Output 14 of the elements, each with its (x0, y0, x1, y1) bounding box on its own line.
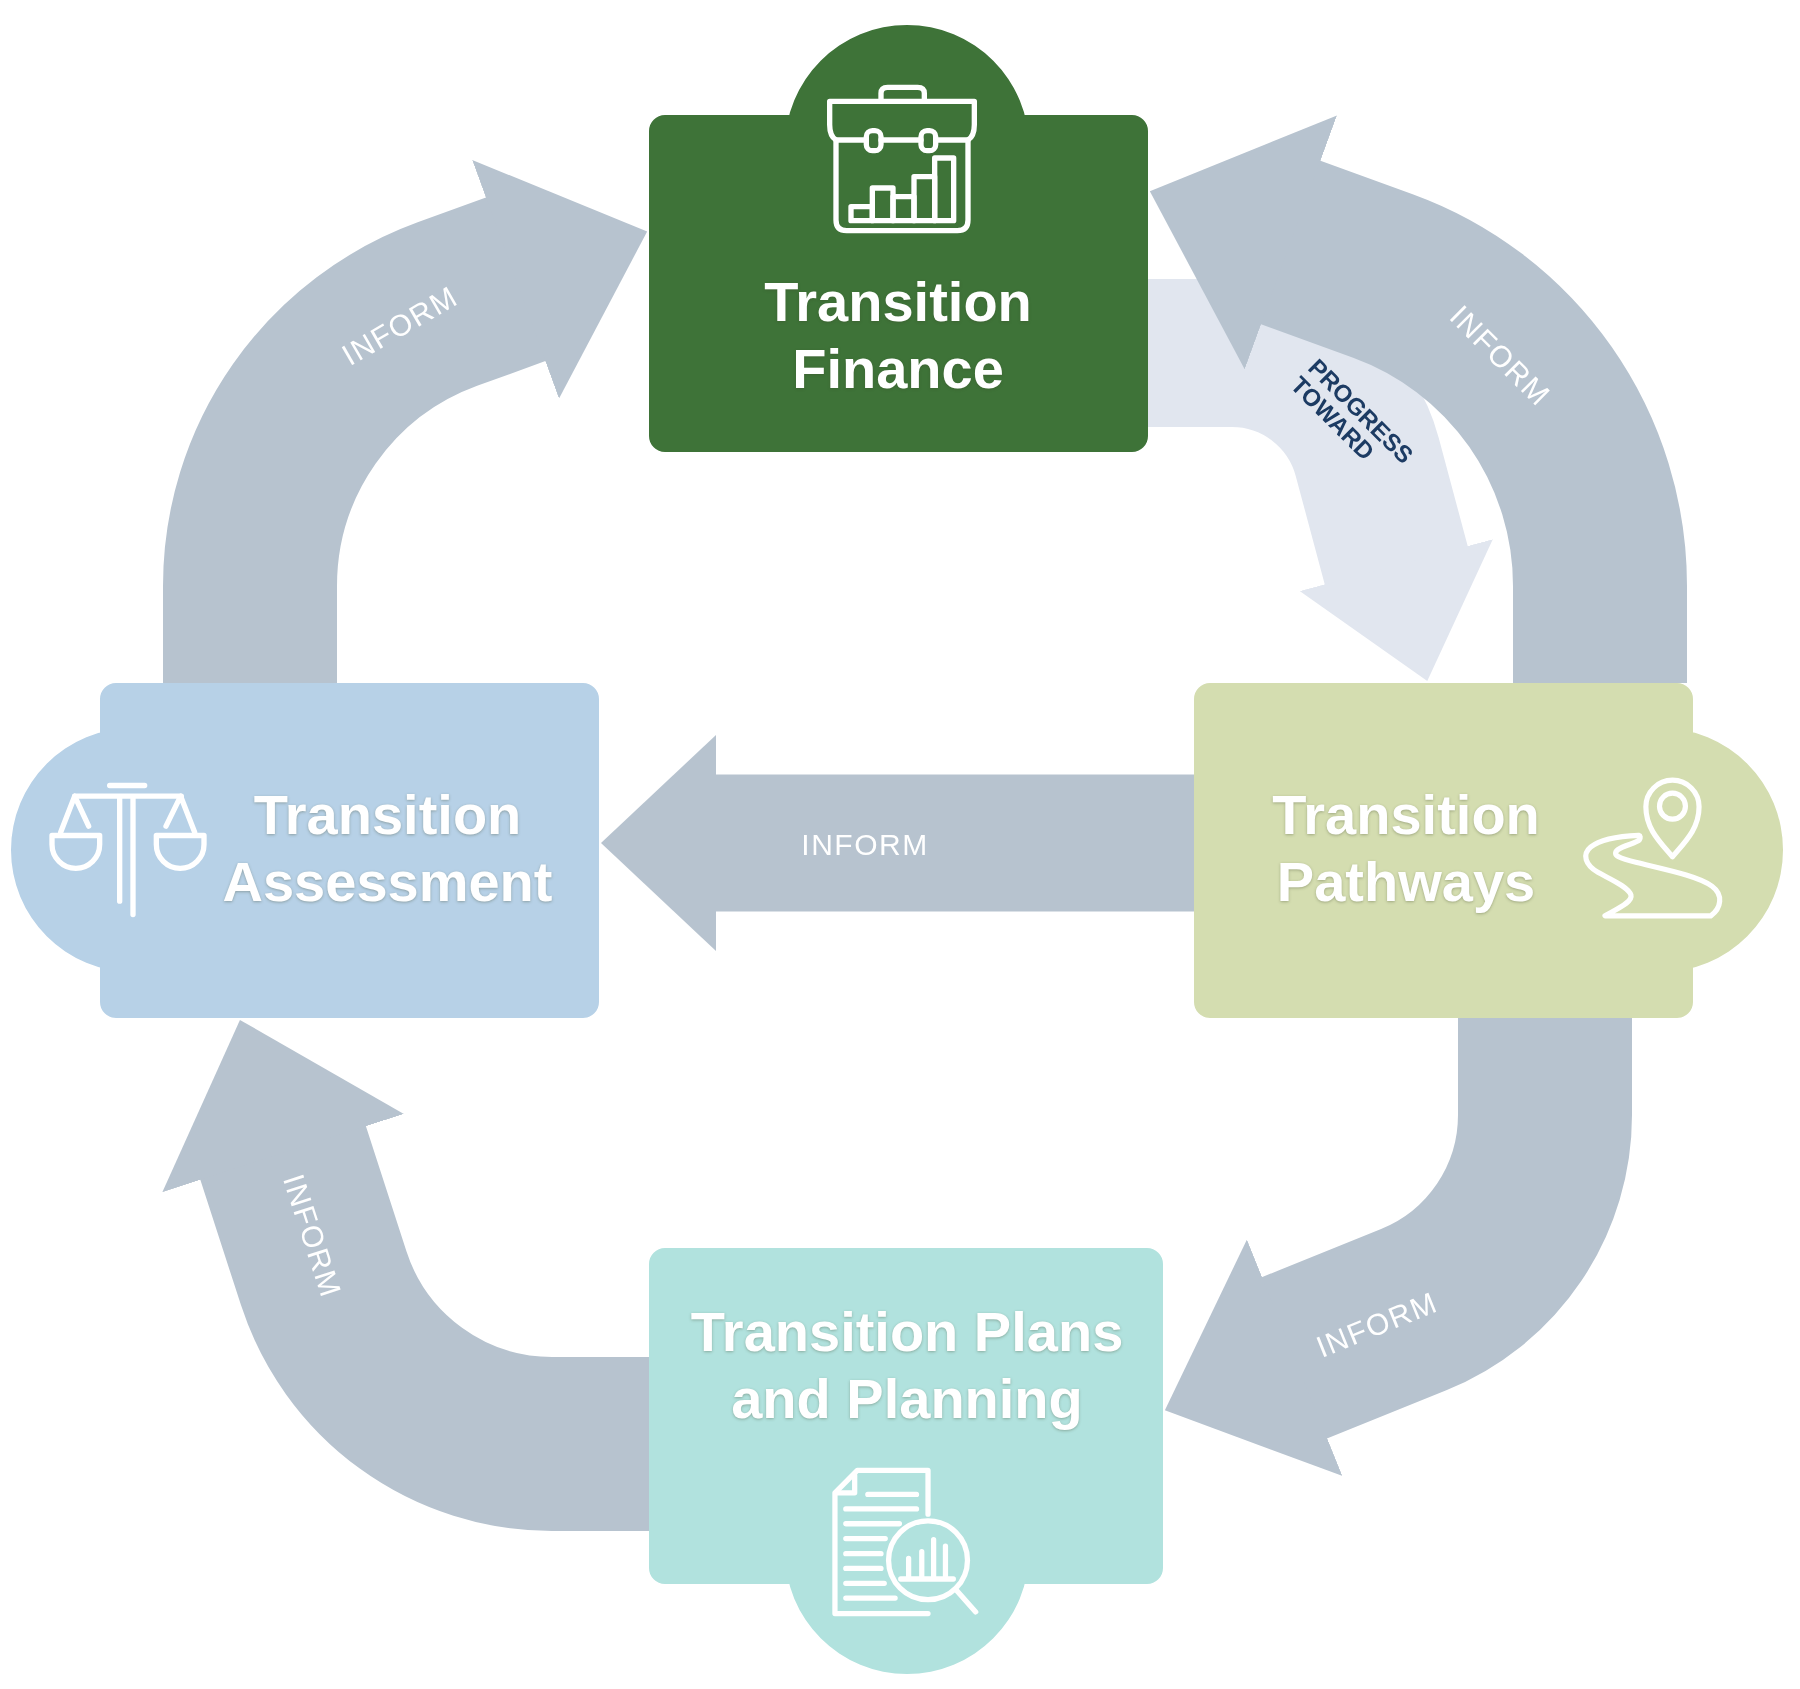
node-title: Transition Pathways (1271, 782, 1541, 916)
stage-card (649, 25, 1148, 452)
stage-card (11, 683, 599, 1018)
curved-arrow (1148, 279, 1493, 682)
node-title: Transition Finance (763, 269, 1033, 403)
arrow (601, 735, 1194, 951)
node-title: Transition Plans and Planning (689, 1299, 1125, 1433)
curved-arrow (162, 1019, 649, 1531)
curved-arrow (1149, 115, 1687, 683)
edge-label: INFORM (801, 830, 929, 860)
node-title: Transition Assessment (221, 782, 554, 916)
curved-arrow (1164, 1018, 1632, 1476)
stage-card (1194, 683, 1783, 1018)
stage-card (649, 1248, 1163, 1674)
